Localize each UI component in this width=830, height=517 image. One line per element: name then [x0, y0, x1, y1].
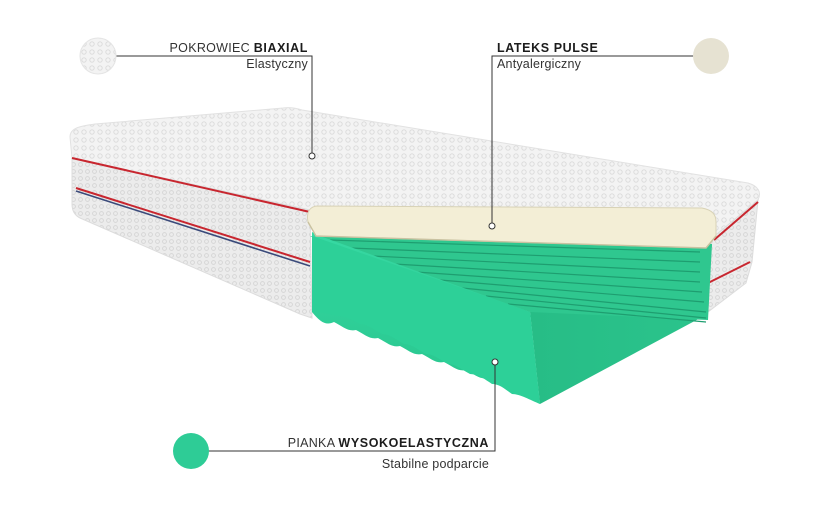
cover-title-bold: BIAXIAL [253, 41, 308, 55]
leader-dot-latex [488, 222, 496, 230]
cover-subtitle: Elastyczny [246, 57, 308, 71]
foam-wave-ridges [329, 239, 707, 323]
latex-subtitle: Antyalergiczny [497, 57, 582, 71]
foam-title-bold: WYSOKOELASTYCZNA [338, 436, 489, 450]
swatch-latex [693, 38, 729, 74]
leader-line-latex [491, 55, 694, 226]
foam-title-prefix: PIANKA [287, 436, 339, 450]
latex-title-bold: LATEKS PULSE [497, 41, 599, 55]
leader-line-cover [116, 55, 313, 156]
piping-top-left [71, 157, 311, 213]
leader-dot-cover [308, 152, 316, 160]
foam-subtitle: Stabilne podparcie [381, 457, 489, 471]
piping-right-top [713, 201, 759, 241]
piping-bottom-left-blue [75, 190, 311, 267]
cover-title-prefix: POKROWIEC [169, 41, 254, 55]
cover-title: POKROWIEC BIAXIAL [170, 40, 308, 56]
piping-right-bottom [705, 261, 751, 285]
piping-bottom-left [75, 187, 311, 263]
swatch-cover [79, 37, 117, 75]
leader-lines [116, 55, 694, 452]
leader-dot-foam [491, 358, 499, 366]
latex-title: LATEKS PULSE [497, 40, 598, 56]
leader-line-foam [208, 362, 496, 452]
mattress-top-surface [69, 107, 761, 239]
latex-layer-edge [307, 221, 717, 249]
swatch-foam [173, 433, 209, 469]
foam-title: PIANKA WYSOKOELASTYCZNA [288, 435, 489, 451]
foam-wave-top [310, 236, 712, 320]
foam-front-face-main [312, 236, 540, 404]
